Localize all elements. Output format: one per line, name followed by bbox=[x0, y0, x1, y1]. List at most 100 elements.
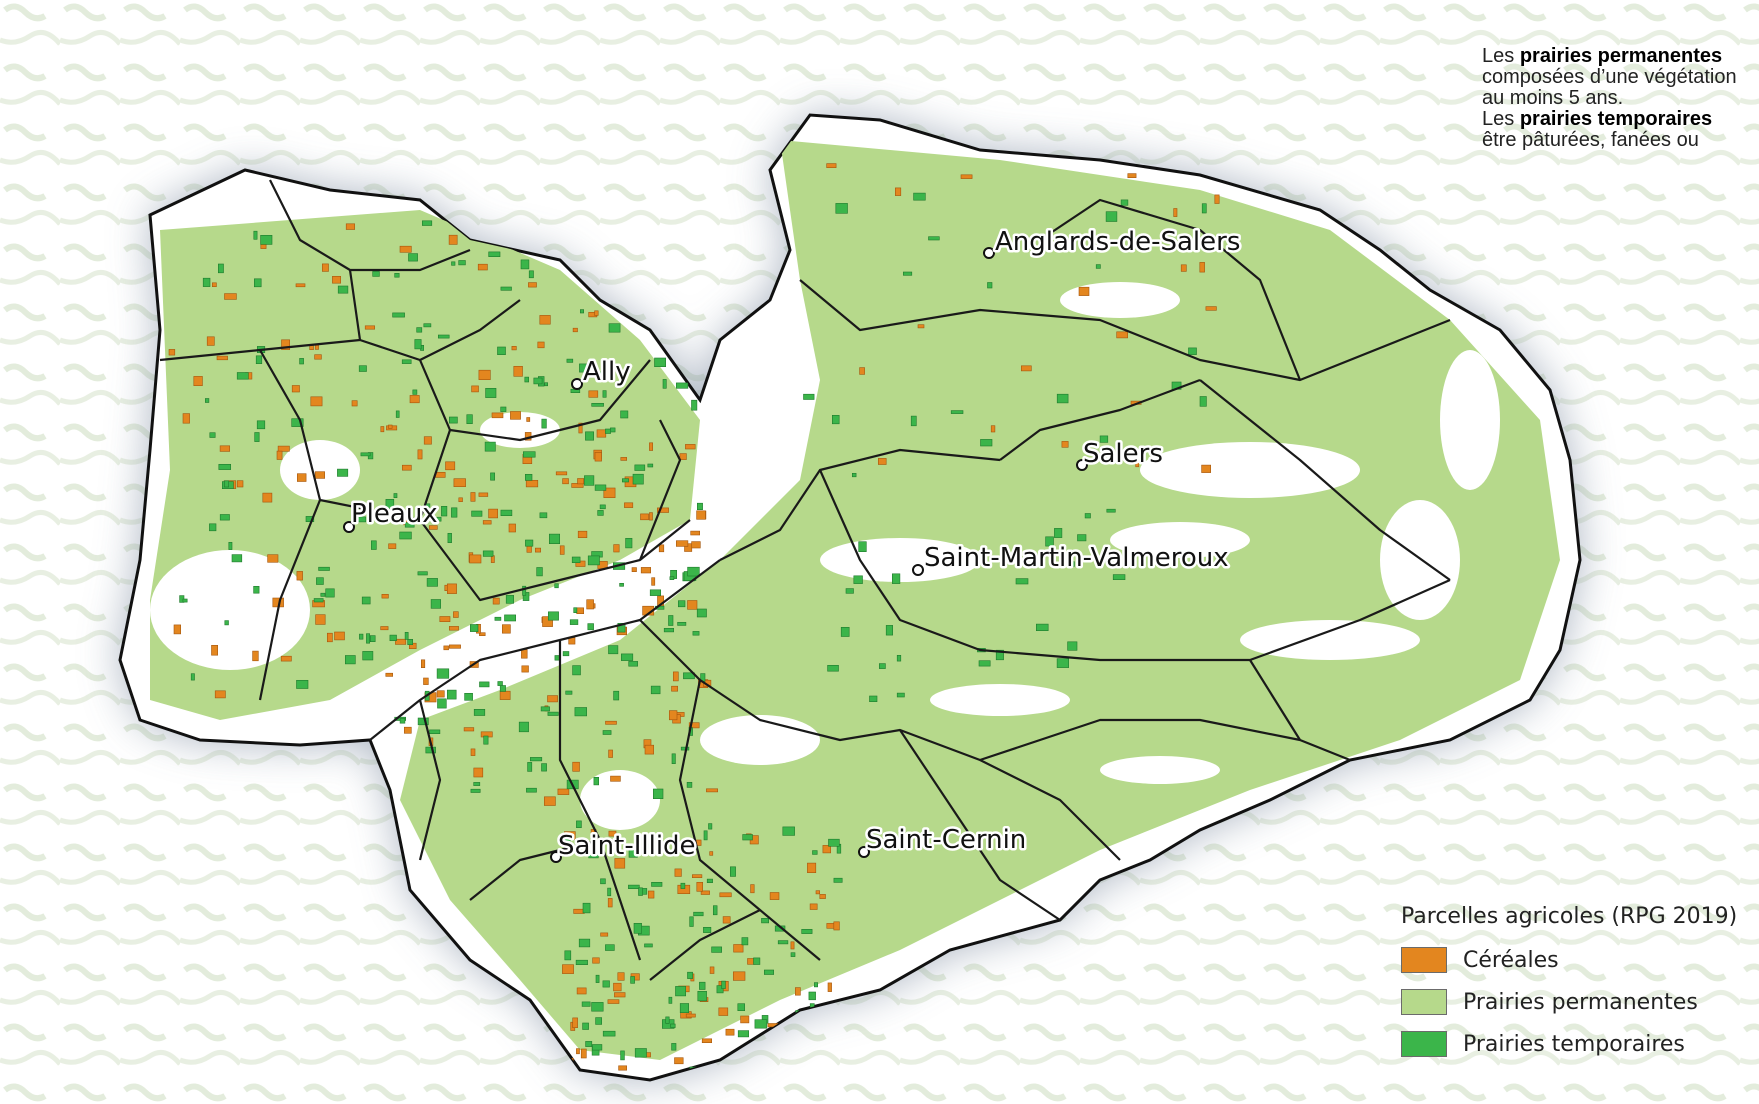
highlight-permanentes: prairies permanentes bbox=[1519, 46, 1723, 67]
parcel-temporaire bbox=[497, 681, 503, 686]
parcel-temporaire bbox=[299, 358, 304, 365]
parcel-temporaire bbox=[566, 358, 574, 363]
parcel-cereales bbox=[224, 293, 237, 300]
legend-label: Prairies permanentes bbox=[1463, 989, 1698, 1015]
parcel-cereales bbox=[690, 530, 701, 536]
parcel-cereales bbox=[212, 282, 217, 287]
parcel-temporaire bbox=[572, 665, 581, 676]
parcel-temporaire bbox=[527, 762, 533, 772]
parcel-cereales bbox=[617, 972, 625, 981]
parcel-cereales bbox=[206, 336, 215, 346]
parcel-cereales bbox=[326, 632, 333, 643]
parcel-cereales bbox=[1116, 331, 1128, 339]
town-saint-cernin[interactable]: Saint-Cernin bbox=[858, 823, 1029, 858]
parcel-temporaire bbox=[399, 718, 406, 724]
parcel-temporaire bbox=[451, 507, 458, 518]
parcel-temporaire bbox=[370, 540, 377, 550]
parcel-cereales bbox=[488, 508, 499, 519]
town-ally[interactable]: Ally bbox=[571, 355, 633, 390]
parcel-cereales bbox=[960, 174, 973, 179]
parcel-cereales bbox=[603, 487, 616, 498]
town-salers[interactable]: Salers bbox=[1076, 437, 1165, 472]
town-saint-illide[interactable]: Saint-Illide bbox=[550, 829, 698, 864]
parcel-temporaire bbox=[595, 1017, 602, 1025]
parcel-cereales bbox=[668, 710, 678, 721]
parcel-cereales bbox=[521, 665, 529, 673]
parcel-cereales bbox=[277, 445, 290, 452]
legend-item-cereales[interactable]: Céréales bbox=[1401, 939, 1737, 981]
parcel-temporaire bbox=[708, 823, 713, 830]
parcel-temporaire bbox=[630, 976, 635, 984]
parcel-temporaire bbox=[1099, 435, 1109, 443]
parcel-temporaire bbox=[878, 663, 886, 669]
parcel-temporaire bbox=[602, 1030, 616, 1037]
parcel-temporaire bbox=[638, 887, 643, 896]
parcel-temporaire bbox=[608, 645, 619, 655]
parcel-temporaire bbox=[582, 902, 591, 914]
legend-item-prairies-permanentes[interactable]: Prairies permanentes bbox=[1401, 981, 1737, 1023]
parcel-temporaire bbox=[644, 943, 653, 948]
parcel-cereales bbox=[610, 839, 618, 847]
town-anglards-de-salers[interactable]: Anglards-de-Salers bbox=[983, 225, 1243, 260]
parcel-cereales bbox=[833, 921, 840, 931]
parcel-temporaire bbox=[497, 346, 506, 355]
parcel-temporaire bbox=[565, 690, 573, 695]
town-label: Pleaux bbox=[351, 499, 438, 529]
parcel-cereales bbox=[510, 411, 521, 420]
parcel-temporaire bbox=[494, 616, 502, 621]
parcel-cereales bbox=[649, 442, 654, 451]
parcel-cereales bbox=[236, 480, 244, 488]
parcel-temporaire bbox=[634, 464, 646, 471]
parcel-cereales bbox=[594, 452, 602, 462]
parcel-temporaire bbox=[677, 600, 686, 608]
parcel-cereales bbox=[470, 748, 476, 756]
parcel-temporaire bbox=[628, 884, 640, 889]
parcel-cereales bbox=[576, 987, 587, 995]
parcel-temporaire bbox=[689, 916, 694, 927]
parcel-cereales bbox=[577, 530, 588, 539]
town-pleaux[interactable]: Pleaux bbox=[343, 497, 440, 533]
parcel-temporaire bbox=[437, 334, 450, 339]
parcel-temporaire bbox=[1199, 396, 1207, 407]
parcel-cereales bbox=[701, 1038, 713, 1044]
parcel-temporaire bbox=[1067, 641, 1078, 651]
town-marker bbox=[983, 247, 995, 259]
parcel-cereales bbox=[562, 478, 569, 485]
parcel-temporaire bbox=[385, 498, 395, 509]
parcel-temporaire bbox=[579, 363, 590, 373]
parcel-cereales bbox=[469, 554, 482, 564]
parcel-temporaire bbox=[712, 905, 718, 916]
parcel-cereales bbox=[572, 327, 578, 333]
parcel-cereales bbox=[607, 898, 613, 908]
parcel-temporaire bbox=[500, 509, 513, 517]
parcel-temporaire bbox=[190, 673, 195, 681]
parcel-cereales bbox=[211, 644, 218, 656]
parcel-temporaire bbox=[647, 463, 654, 468]
parcel-temporaire bbox=[182, 598, 188, 603]
parcel-temporaire bbox=[423, 323, 432, 328]
parcel-cereales bbox=[473, 767, 484, 778]
parcel-temporaire bbox=[417, 717, 429, 726]
parcel-temporaire bbox=[218, 463, 232, 470]
parcel-temporaire bbox=[652, 788, 664, 799]
parcel-temporaire bbox=[209, 432, 216, 438]
parcel-temporaire bbox=[358, 365, 367, 372]
parcel-temporaire bbox=[742, 834, 753, 841]
parcel-cereales bbox=[388, 543, 397, 549]
parcel-temporaire bbox=[763, 969, 774, 975]
legend-item-prairies-temporaires[interactable]: Prairies temporaires bbox=[1401, 1023, 1737, 1065]
town-saint-martin-valmeroux[interactable]: Saint-Martin-Valmeroux bbox=[912, 541, 1231, 576]
parcel-temporaire bbox=[696, 502, 703, 511]
parcel-temporaire bbox=[896, 692, 905, 698]
parcel-temporaire bbox=[741, 937, 749, 946]
town-marker bbox=[1076, 459, 1088, 471]
parcel-cereales bbox=[423, 436, 432, 445]
parcel-cereales bbox=[614, 992, 626, 998]
parcel-temporaire bbox=[253, 585, 260, 594]
parcel-cereales bbox=[537, 341, 545, 349]
parcel-temporaire bbox=[547, 611, 559, 621]
parcel-cereales bbox=[859, 367, 865, 375]
parcel-cereales bbox=[1173, 208, 1178, 217]
parcel-temporaire bbox=[253, 230, 258, 240]
